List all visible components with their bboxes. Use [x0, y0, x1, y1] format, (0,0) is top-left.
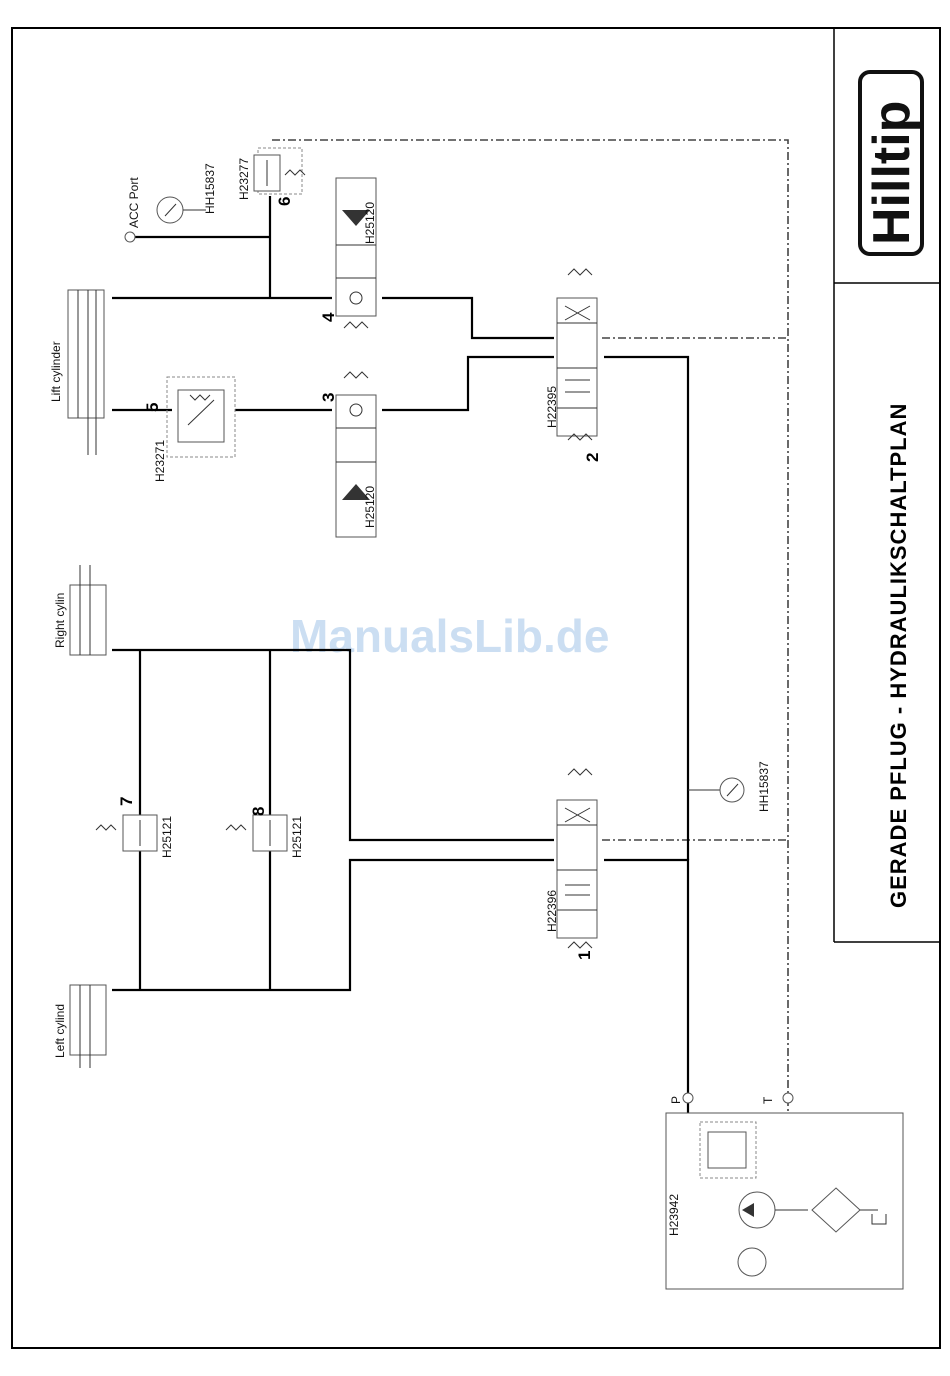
port-t-label: T	[761, 1096, 775, 1104]
line-v2-to-v4	[382, 298, 554, 338]
component5-part: H23271	[153, 440, 167, 482]
relief-valve-6	[254, 148, 305, 194]
left-cylinder-label: Left cylind	[53, 1004, 67, 1058]
valve2-number: 2	[583, 453, 602, 462]
acc-port-icon	[125, 232, 135, 242]
directional-valve-1	[557, 769, 597, 948]
right-cylinder	[70, 565, 106, 655]
valve4-number: 4	[319, 312, 338, 322]
power-unit-part: H23942	[667, 1194, 681, 1236]
valve8-number: 8	[249, 807, 268, 816]
check-valve-4	[336, 178, 376, 328]
right-cylinder-label: Right cylin	[53, 593, 67, 648]
valve8-part: H25121	[290, 816, 304, 858]
line-v2-to-v3	[382, 357, 554, 410]
line-v1-to-right	[112, 650, 554, 840]
component6-part: H23277	[237, 158, 251, 200]
valve1-number: 1	[575, 951, 594, 960]
watermark: ManualsLib.de	[290, 610, 609, 662]
hilltip-logo: Hilltip	[860, 72, 922, 254]
valve2-part: H22395	[545, 386, 559, 428]
valve3-number: 3	[319, 393, 338, 402]
left-cylinder	[70, 985, 106, 1068]
lift-cylinder	[68, 290, 104, 455]
logo-text: Hilltip	[863, 101, 921, 245]
directional-valve-2	[557, 269, 597, 440]
gauge-top-part: HH15837	[203, 163, 217, 214]
port-t-icon	[783, 1093, 793, 1103]
lift-cylinder-label: Lift cylinder	[49, 341, 63, 402]
power-unit	[666, 1113, 903, 1289]
port-p-icon	[683, 1093, 693, 1103]
relief-valve-7	[96, 815, 157, 851]
line-v1-to-left	[112, 860, 554, 990]
gauge-mid-part: HH15837	[757, 761, 771, 812]
flow-control-5	[167, 377, 235, 457]
pressure-gauge-mid	[688, 778, 744, 802]
valve4-part: H25120	[363, 202, 377, 244]
component6-number: 6	[275, 197, 294, 206]
component5-number: 5	[143, 403, 162, 412]
valve7-number: 7	[117, 797, 136, 806]
valve1-part: H22396	[545, 890, 559, 932]
page-title: GERADE PFLUG - HYDRAULIKSCHALTPLAN	[886, 403, 911, 908]
pressure-line-valve2	[604, 357, 688, 860]
pressure-gauge-top	[157, 197, 206, 223]
port-p-label: P	[669, 1096, 683, 1104]
acc-port-label: ACC Port	[127, 177, 141, 228]
valve3-part: H25120	[363, 486, 377, 528]
valve7-part: H25121	[160, 816, 174, 858]
relief-valve-8	[226, 815, 287, 851]
